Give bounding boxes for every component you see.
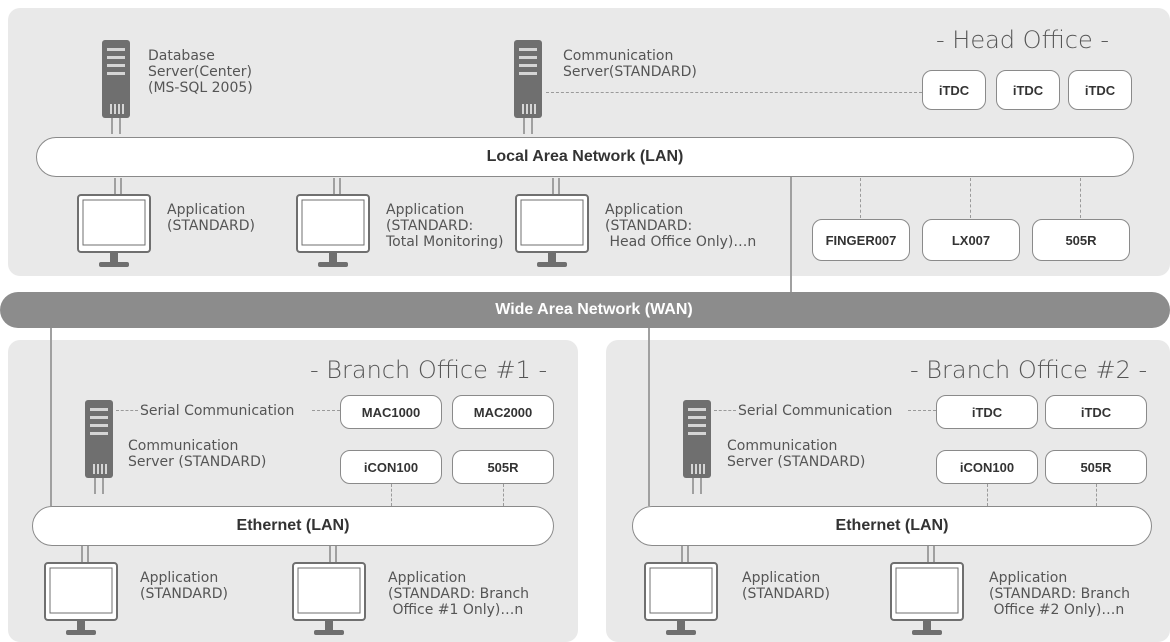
app-label: Application (STANDARD: Branch Office #1 … <box>388 570 530 618</box>
wan-to-branch1-link <box>50 328 52 506</box>
serial-link <box>714 410 736 411</box>
device-link <box>1096 484 1097 506</box>
branch-office-2-title: - Branch Office #2 - <box>910 356 1148 384</box>
lan-to-wan-link <box>790 177 792 293</box>
mac1000-device: MAC1000 <box>340 395 442 429</box>
app-label: Application (STANDARD: Branch Office #2 … <box>989 570 1131 618</box>
505r-device: 505R <box>1032 219 1130 261</box>
serial-communication-label: Serial Communication <box>140 403 295 419</box>
wan-to-branch2-link <box>648 328 650 506</box>
database-server-label: Database Server(Center) (MS-SQL 2005) <box>148 48 253 96</box>
wide-area-network-bar: Wide Area Network (WAN) <box>18 292 1170 328</box>
itdc-device: iTDC <box>936 395 1038 429</box>
monitor-icon <box>77 178 151 270</box>
ethernet-lan-bar: Ethernet (LAN) <box>32 506 554 546</box>
icon100-device: iCON100 <box>936 450 1038 484</box>
itdc-device: iTDC <box>996 70 1060 110</box>
app-label: Application (STANDARD) <box>167 202 255 234</box>
serial-link <box>116 410 138 411</box>
database-server-icon <box>100 40 132 134</box>
device-link <box>1080 178 1081 218</box>
monitor-icon <box>44 546 118 638</box>
communication-server-label: Communication Server (STANDARD) <box>727 438 866 470</box>
branch-office-1-title: - Branch Office #1 - <box>310 356 548 384</box>
app-label: Application (STANDARD) <box>140 570 228 602</box>
505r-device: 505R <box>452 450 554 484</box>
device-link <box>987 484 988 506</box>
serial-link <box>312 410 340 411</box>
monitor-icon <box>296 178 370 270</box>
device-link <box>860 178 861 218</box>
device-link <box>970 178 971 218</box>
icon100-device: iCON100 <box>340 450 442 484</box>
communication-server-icon <box>681 400 713 494</box>
505r-device: 505R <box>1045 450 1147 484</box>
app-label: Application (STANDARD) <box>742 570 830 602</box>
device-link <box>503 484 504 506</box>
monitor-icon <box>890 546 964 638</box>
monitor-icon <box>515 178 589 270</box>
itdc-device: iTDC <box>922 70 986 110</box>
serial-communication-label: Serial Communication <box>738 403 893 419</box>
app-label: Application (STANDARD: Total Monitoring) <box>386 202 504 250</box>
itdc-device: iTDC <box>1045 395 1147 429</box>
app-label: Application (STANDARD: Head Office Only)… <box>605 202 757 250</box>
communication-server-label: Communication Server (STANDARD) <box>128 438 267 470</box>
mac2000-device: MAC2000 <box>452 395 554 429</box>
local-area-network-bar: Local Area Network (LAN) <box>36 137 1134 177</box>
finger007-device: FINGER007 <box>812 219 910 261</box>
ethernet-lan-bar: Ethernet (LAN) <box>632 506 1152 546</box>
communication-server-icon <box>512 40 544 134</box>
monitor-icon <box>644 546 718 638</box>
head-office-title: - Head Office - <box>936 26 1110 54</box>
communication-server-label: Communication Server(STANDARD) <box>563 48 697 80</box>
itdc-device: iTDC <box>1068 70 1132 110</box>
device-link <box>391 484 392 506</box>
lx007-device: LX007 <box>922 219 1020 261</box>
monitor-icon <box>292 546 366 638</box>
serial-link <box>908 410 936 411</box>
comm-to-itdc-link <box>546 92 922 93</box>
communication-server-icon <box>83 400 115 494</box>
